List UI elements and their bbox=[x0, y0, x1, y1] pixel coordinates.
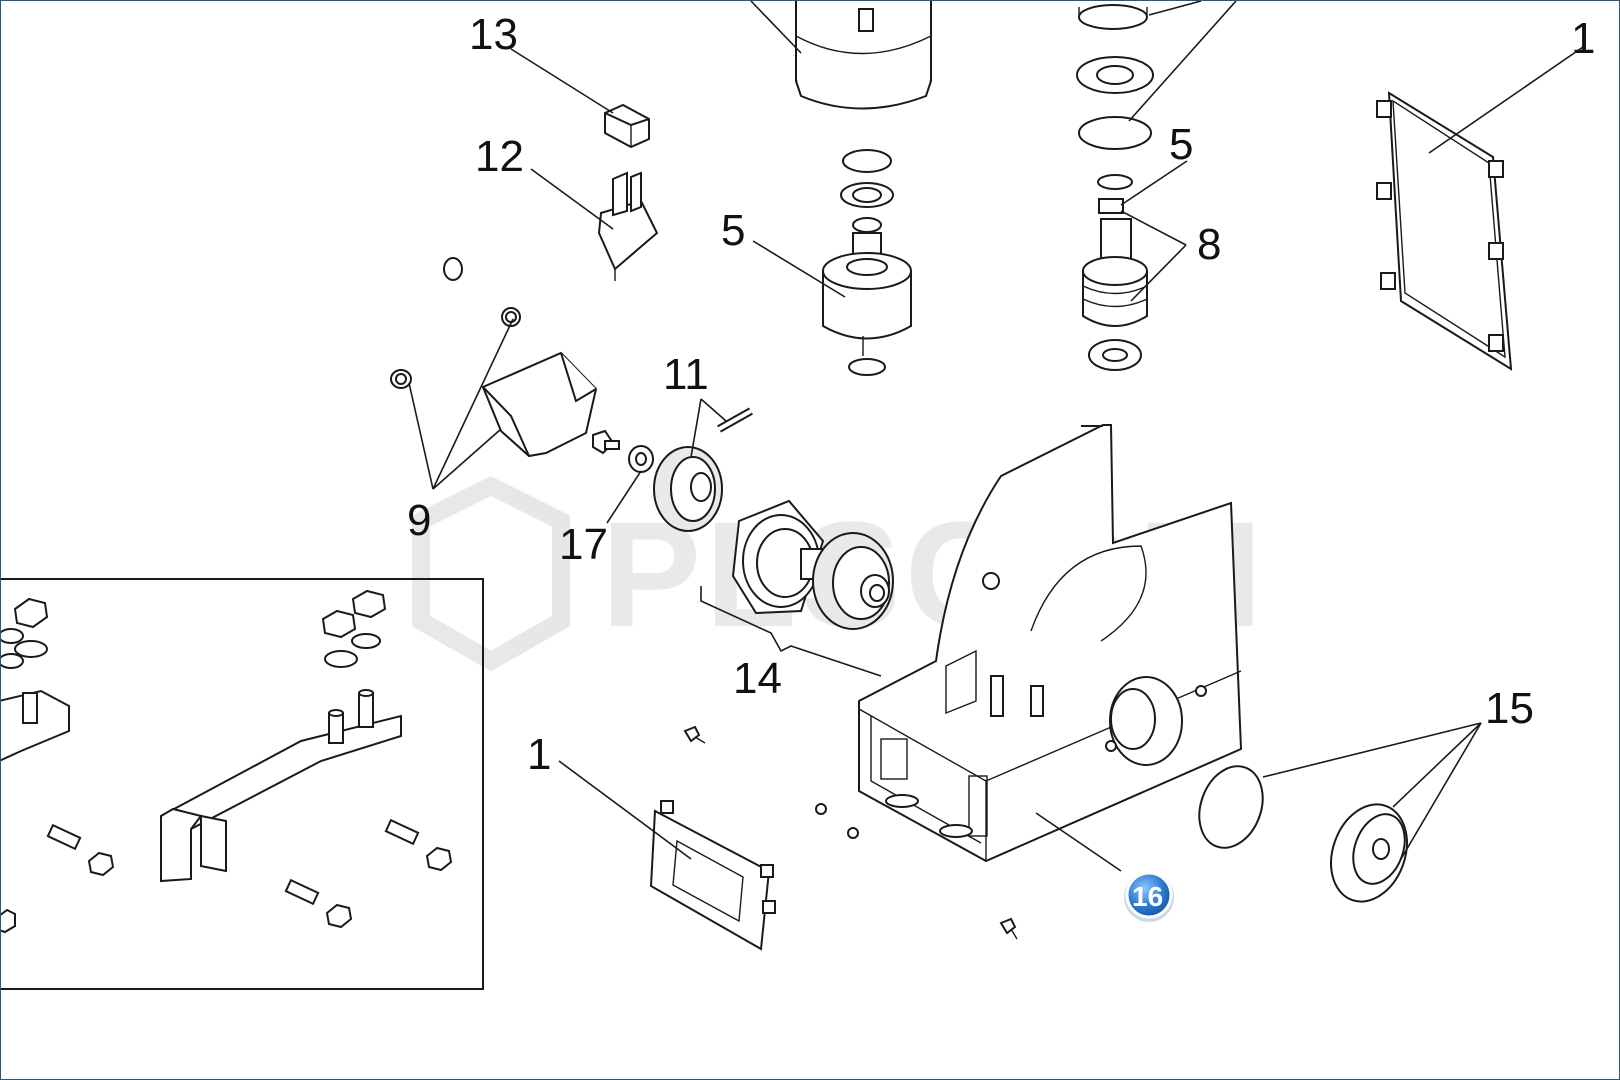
callout-15: 15 bbox=[1485, 684, 1534, 733]
callout-9: 9 bbox=[407, 496, 431, 545]
callout-12: 12 bbox=[475, 132, 524, 181]
bracket-14 bbox=[700, 586, 882, 677]
part-14-drive-assembly bbox=[731, 499, 894, 630]
part-11-gear bbox=[653, 407, 753, 532]
callout-1-bottom: 1 bbox=[527, 730, 551, 779]
part-9-rings bbox=[390, 257, 521, 389]
badge-label: 16 bbox=[1132, 881, 1163, 912]
part-9-cover bbox=[481, 351, 598, 458]
leader-lines bbox=[408, 1, 1584, 872]
part-5-rotor bbox=[822, 149, 912, 376]
callout-13: 13 bbox=[469, 10, 518, 59]
callout-17: 17 bbox=[559, 520, 608, 569]
callout-labels: 13 12 5 5 8 1 11 9 17 14 1 15 bbox=[407, 10, 1595, 779]
callout-5-center: 5 bbox=[721, 206, 745, 255]
part-16-housing bbox=[858, 424, 1243, 863]
part-17-washer bbox=[592, 429, 654, 473]
highlight-badge-16[interactable]: 16 bbox=[1124, 871, 1174, 922]
part-13-block bbox=[604, 103, 650, 149]
callout-5-right: 5 bbox=[1169, 120, 1193, 169]
callout-14: 14 bbox=[733, 654, 782, 703]
callout-11: 11 bbox=[663, 350, 709, 399]
callout-8: 8 bbox=[1197, 220, 1221, 269]
part-15-cap bbox=[1198, 765, 1408, 903]
part-8-shaft-assembly bbox=[1076, 4, 1154, 371]
part-12-sensor bbox=[597, 171, 659, 281]
part-1-plate-right bbox=[1376, 91, 1513, 371]
screws bbox=[683, 725, 1018, 940]
part-1-plate-bottom bbox=[649, 800, 776, 951]
motor-housing-top bbox=[795, 1, 932, 110]
callout-1-right: 1 bbox=[1571, 14, 1595, 63]
inset-detail bbox=[1, 578, 484, 990]
